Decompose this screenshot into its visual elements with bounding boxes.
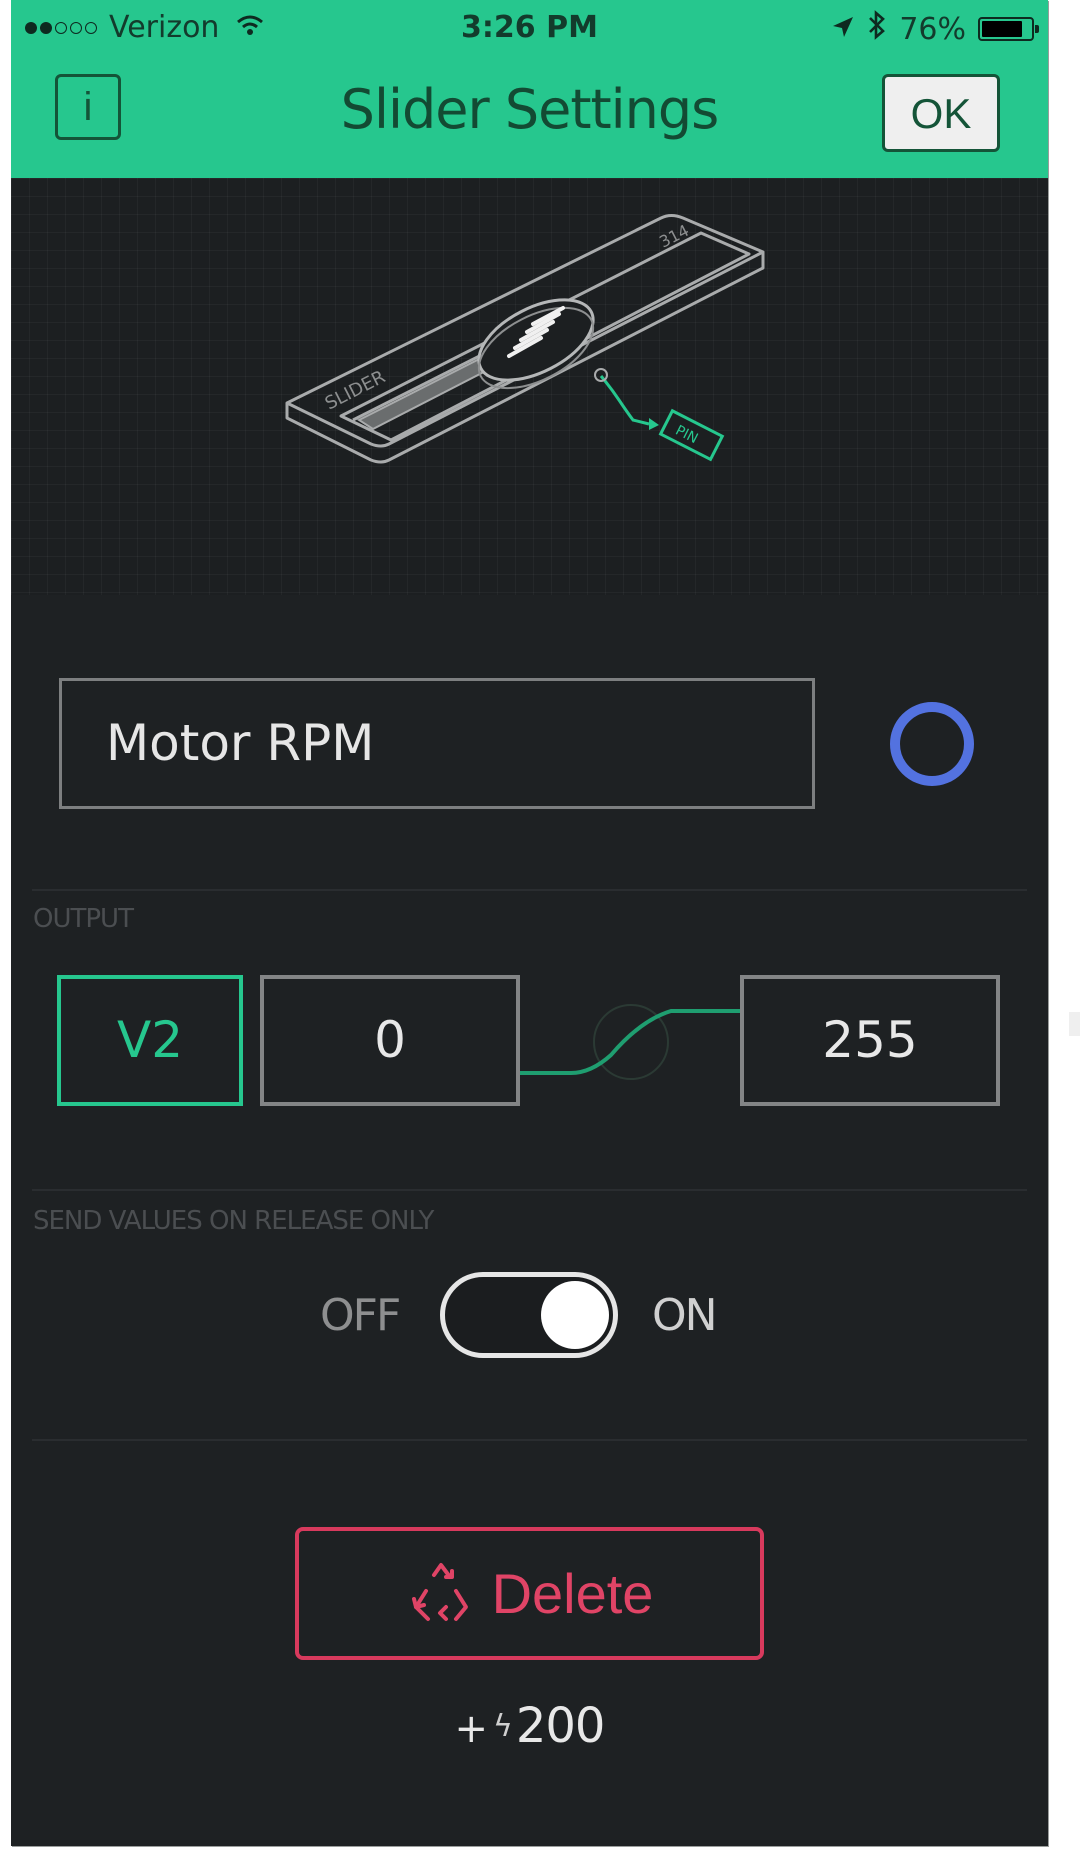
send-on-release-toggle[interactable] <box>440 1272 618 1358</box>
carrier-name: Verizon <box>109 10 220 45</box>
page-title: Slider Settings <box>340 78 720 141</box>
color-picker-button[interactable] <box>890 702 974 786</box>
status-left: Verizon <box>25 10 265 45</box>
energy-cost: +ϟ200 <box>11 1698 1048 1754</box>
info-button[interactable]: i <box>55 74 121 140</box>
edge-artifact <box>1069 1012 1080 1036</box>
toggle-on-label: ON <box>652 1290 718 1341</box>
battery-icon <box>978 17 1039 41</box>
recycle-icon <box>406 1561 476 1627</box>
divider <box>32 1439 1027 1441</box>
phone-screen: Verizon 3:26 PM 76% <box>11 0 1048 1846</box>
output-section-label: OUTPUT <box>33 904 134 934</box>
output-max-input[interactable]: 255 <box>740 975 1000 1106</box>
delete-label: Delete <box>491 1562 654 1625</box>
bluetooth-icon <box>867 10 887 48</box>
output-min-input[interactable]: 0 <box>260 975 520 1106</box>
nav-bar: i Slider Settings OK <box>11 56 1048 178</box>
location-arrow-icon <box>831 12 855 47</box>
slider-widget-illustration: SLIDER 314 PIN <box>11 178 1048 595</box>
toggle-knob <box>541 1281 609 1349</box>
signal-strength-icon <box>25 21 97 34</box>
send-on-release-label: SEND VALUES ON RELEASE ONLY <box>33 1206 434 1236</box>
wifi-icon <box>235 10 265 45</box>
divider <box>32 1189 1027 1191</box>
toggle-off-label: OFF <box>320 1290 401 1341</box>
ok-button[interactable]: OK <box>882 74 1000 152</box>
energy-bolt-icon: ϟ <box>493 1709 513 1744</box>
widget-name-input[interactable]: Motor RPM <box>59 678 815 809</box>
header: Verizon 3:26 PM 76% <box>11 0 1048 178</box>
cost-amount: 200 <box>515 1698 606 1754</box>
status-bar: Verizon 3:26 PM 76% <box>11 0 1048 56</box>
delete-button[interactable]: Delete <box>295 1527 764 1660</box>
battery-percent: 76% <box>899 11 966 47</box>
slider-isometric-icon: SLIDER 314 PIN <box>285 214 765 464</box>
divider <box>32 889 1027 891</box>
cost-plus: + <box>454 1706 489 1752</box>
pin-selector[interactable]: V2 <box>57 975 243 1106</box>
status-right: 76% <box>831 10 1039 48</box>
